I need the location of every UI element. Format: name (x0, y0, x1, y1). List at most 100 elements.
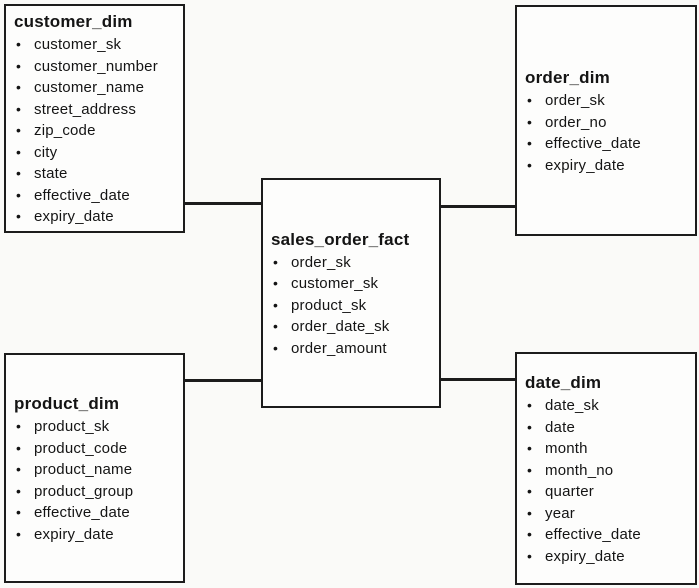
bullet-icon: • (273, 339, 278, 356)
field-name: order_sk (291, 253, 351, 271)
entity-order-dim: order_dim • order_sk • order_no • effective_d… (515, 5, 697, 236)
field-name: month_no (545, 461, 614, 479)
field-name: product_sk (34, 418, 110, 435)
field-item: • expiry_date (10, 206, 179, 228)
field-name: customer_sk (34, 36, 122, 54)
field-item: • effective_date (521, 133, 691, 155)
field-item: • order_date_sk (267, 316, 435, 338)
field-list-date-dim: • date_sk • date • month • month_no • quarter • yea… (521, 395, 691, 567)
bullet-icon: • (527, 526, 532, 542)
field-item: • product_code (10, 438, 179, 460)
field-name: order_date_sk (291, 318, 390, 336)
field-item: • street_address (10, 99, 179, 121)
field-name: customer_name (34, 79, 145, 97)
bullet-icon: • (527, 113, 532, 130)
field-name: effective_date (545, 526, 641, 543)
bullet-icon: • (16, 165, 21, 182)
field-item: • customer_name (10, 77, 179, 99)
field-name: effective_date (34, 186, 130, 204)
bullet-icon: • (16, 482, 21, 499)
bullet-icon: • (273, 318, 278, 335)
field-name: date_sk (545, 397, 599, 414)
field-name: city (34, 143, 58, 161)
field-item: • month_no (521, 460, 691, 482)
bullet-icon: • (527, 156, 532, 173)
relationship-line-date-fact (439, 378, 517, 381)
field-item: •product_group (10, 481, 179, 503)
field-item: •customer_number (10, 56, 179, 78)
field-name: street_address (34, 100, 137, 118)
entity-title-date-dim: date_dim (525, 373, 602, 392)
bullet-icon: • (16, 36, 21, 53)
entity-title-customer-dim: customer_dim (14, 12, 133, 32)
field-item: • date (521, 417, 691, 439)
bullet-icon: • (273, 253, 278, 270)
field-name: effective_date (545, 135, 641, 152)
relationship-line-product-fact (183, 379, 263, 382)
bullet-icon: • (16, 418, 21, 434)
relationship-line-customer-fact (183, 202, 263, 205)
field-name: product_sk (291, 296, 367, 314)
bullet-icon: • (16, 525, 21, 542)
bullet-icon: • (16, 186, 21, 203)
bullet-icon: • (16, 208, 21, 225)
entity-customer-dim: customer_dim • customer_sk •customer_numbe… (4, 4, 185, 233)
field-name: order_sk (545, 92, 605, 109)
entity-title-product-dim: product_dim (14, 394, 120, 413)
field-item: • month (521, 438, 691, 460)
bullet-icon: • (16, 57, 21, 74)
field-item: • product_sk (10, 416, 179, 438)
field-item: • customer_sk (10, 34, 179, 56)
entity-date-dim: date_dim • date_sk • date • month • month_no • qu… (515, 352, 697, 585)
field-item: • quarter (521, 481, 691, 503)
bullet-icon: • (527, 483, 532, 499)
field-name: product_code (34, 439, 128, 457)
field-name: state (34, 165, 68, 183)
field-item: • expiry_date (521, 155, 691, 177)
field-list-order-dim: • order_sk • order_no • effective_date • expiry… (521, 90, 691, 176)
field-name: expiry_date (545, 547, 625, 565)
bullet-icon: • (527, 92, 532, 108)
field-item: •customer_sk (267, 273, 435, 295)
field-list-customer-dim: •customer_sk•customer_number•customer_na… (10, 34, 179, 228)
bullet-icon: • (527, 418, 532, 435)
bullet-icon: • (16, 79, 21, 96)
field-name: expiry_date (34, 208, 114, 226)
bullet-icon: • (527, 547, 532, 564)
entity-sales-order-fact: sales_order_fact •order_sk•customer_sk•p… (261, 178, 441, 408)
bullet-icon: • (16, 461, 21, 477)
bullet-icon: • (527, 397, 532, 413)
field-name: expiry_date (545, 156, 625, 174)
bullet-icon: • (527, 461, 532, 478)
field-item: • order_sk (267, 252, 435, 274)
field-item: • effective_date (10, 185, 179, 207)
bullet-icon: • (527, 135, 532, 151)
bullet-icon: • (16, 439, 21, 456)
bullet-icon: • (527, 440, 532, 456)
field-name: expiry_date (34, 525, 114, 543)
field-item: • order_no (521, 112, 691, 134)
field-item: • state (10, 163, 179, 185)
bullet-icon: • (527, 504, 532, 521)
bullet-icon: • (16, 100, 21, 117)
entity-title-sales-order-fact: sales_order_fact (271, 229, 410, 249)
field-name: year (545, 504, 575, 522)
field-name: product_name (34, 461, 133, 478)
field-name: date (545, 418, 575, 436)
relationship-line-order-fact (439, 205, 517, 208)
field-name: month (545, 440, 588, 457)
field-item: • expiry_date (521, 546, 691, 568)
bullet-icon: • (16, 122, 21, 139)
field-item: • year (521, 503, 691, 525)
field-item: • date_sk (521, 395, 691, 417)
entity-product-dim: product_dim •product_sk•product_code•pro… (4, 353, 185, 583)
bullet-icon: • (16, 504, 21, 520)
field-name: customer_sk (291, 275, 379, 293)
entity-title-order-dim: order_dim (525, 68, 610, 87)
field-list-product-dim: • product_sk • product_code • product_name •pr… (10, 416, 179, 545)
field-name: order_amount (291, 339, 387, 357)
field-name: order_no (545, 113, 607, 131)
field-name: quarter (545, 483, 594, 500)
field-list-sales-order-fact: • order_sk •customer_sk • product_sk • order_d… (267, 252, 435, 360)
